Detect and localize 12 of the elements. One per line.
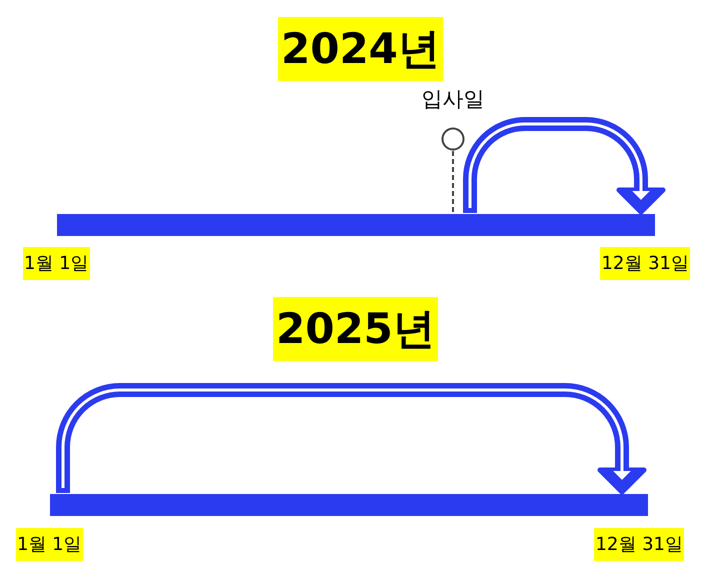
year-heading: 2025년 xyxy=(273,297,438,361)
date-label: 12월 31일 xyxy=(594,528,684,561)
leader-line xyxy=(452,151,454,214)
event-label: 입사일 xyxy=(420,86,486,113)
curved-arrow xyxy=(463,117,666,214)
timeline-bar xyxy=(50,494,648,516)
year-heading: 2024년 xyxy=(278,17,443,81)
date-label: 1월 1일 xyxy=(16,528,83,561)
date-label: 12월 31일 xyxy=(600,247,690,280)
date-label: 1월 1일 xyxy=(23,247,90,280)
timeline-bar xyxy=(57,214,655,236)
curved-arrow xyxy=(56,383,646,494)
